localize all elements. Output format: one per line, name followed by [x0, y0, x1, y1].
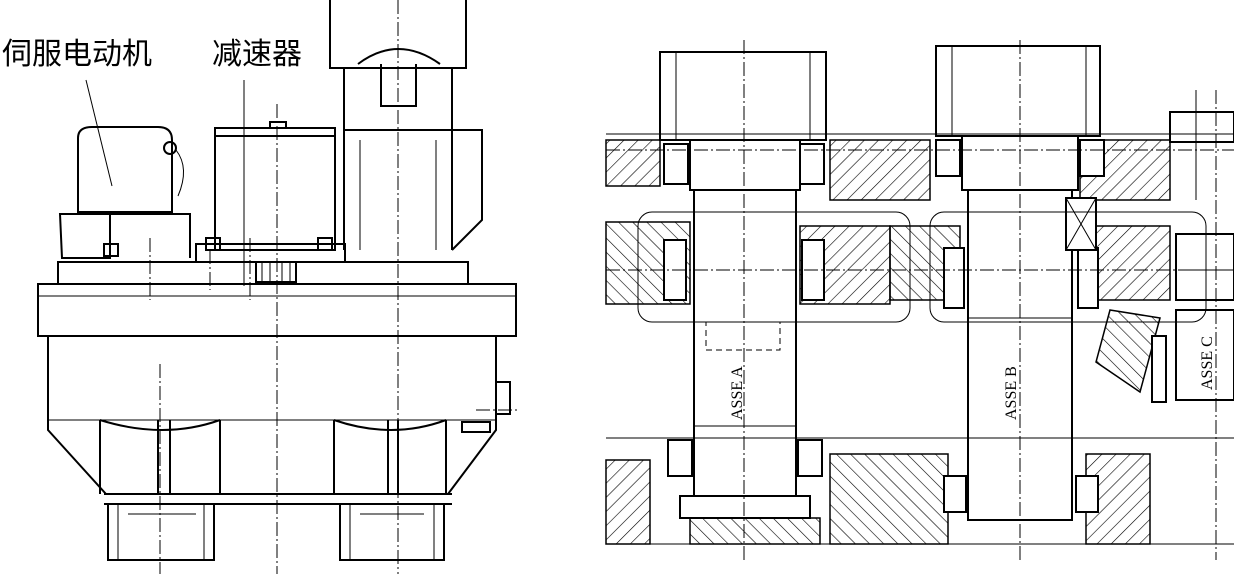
bearings: [663, 139, 1167, 513]
servo-motor-label: 伺服电动机: [2, 37, 152, 72]
asse-a-label: ASSE A: [729, 366, 746, 420]
left-center-lines: [149, 0, 518, 574]
reducer-housing: [103, 121, 346, 283]
reducer-label: 减速器: [212, 37, 302, 72]
right-view-section: [605, 40, 1234, 560]
hatched-bottom-left: [605, 459, 651, 545]
shaft-a: [659, 51, 827, 519]
hatched-bevel: [1095, 309, 1161, 394]
hatched-bottom-mid: [829, 453, 949, 545]
hatched-block-top-mid: [829, 139, 931, 201]
hatched-gear-right: [1089, 225, 1171, 301]
motor-leader: [85, 79, 113, 187]
frame-left: [637, 211, 911, 323]
hatched-block-top-left: [605, 139, 661, 187]
asse-b-label: ASSE B: [1003, 366, 1020, 420]
feet: [104, 493, 452, 561]
left-view-assembly: [37, 0, 518, 574]
servo-motor: [58, 126, 191, 259]
frame-right: [929, 211, 1207, 323]
asse-c-label: ASSE C: [1199, 336, 1216, 390]
hatched-base-center: [689, 517, 821, 545]
vertical-column: [329, 0, 483, 251]
